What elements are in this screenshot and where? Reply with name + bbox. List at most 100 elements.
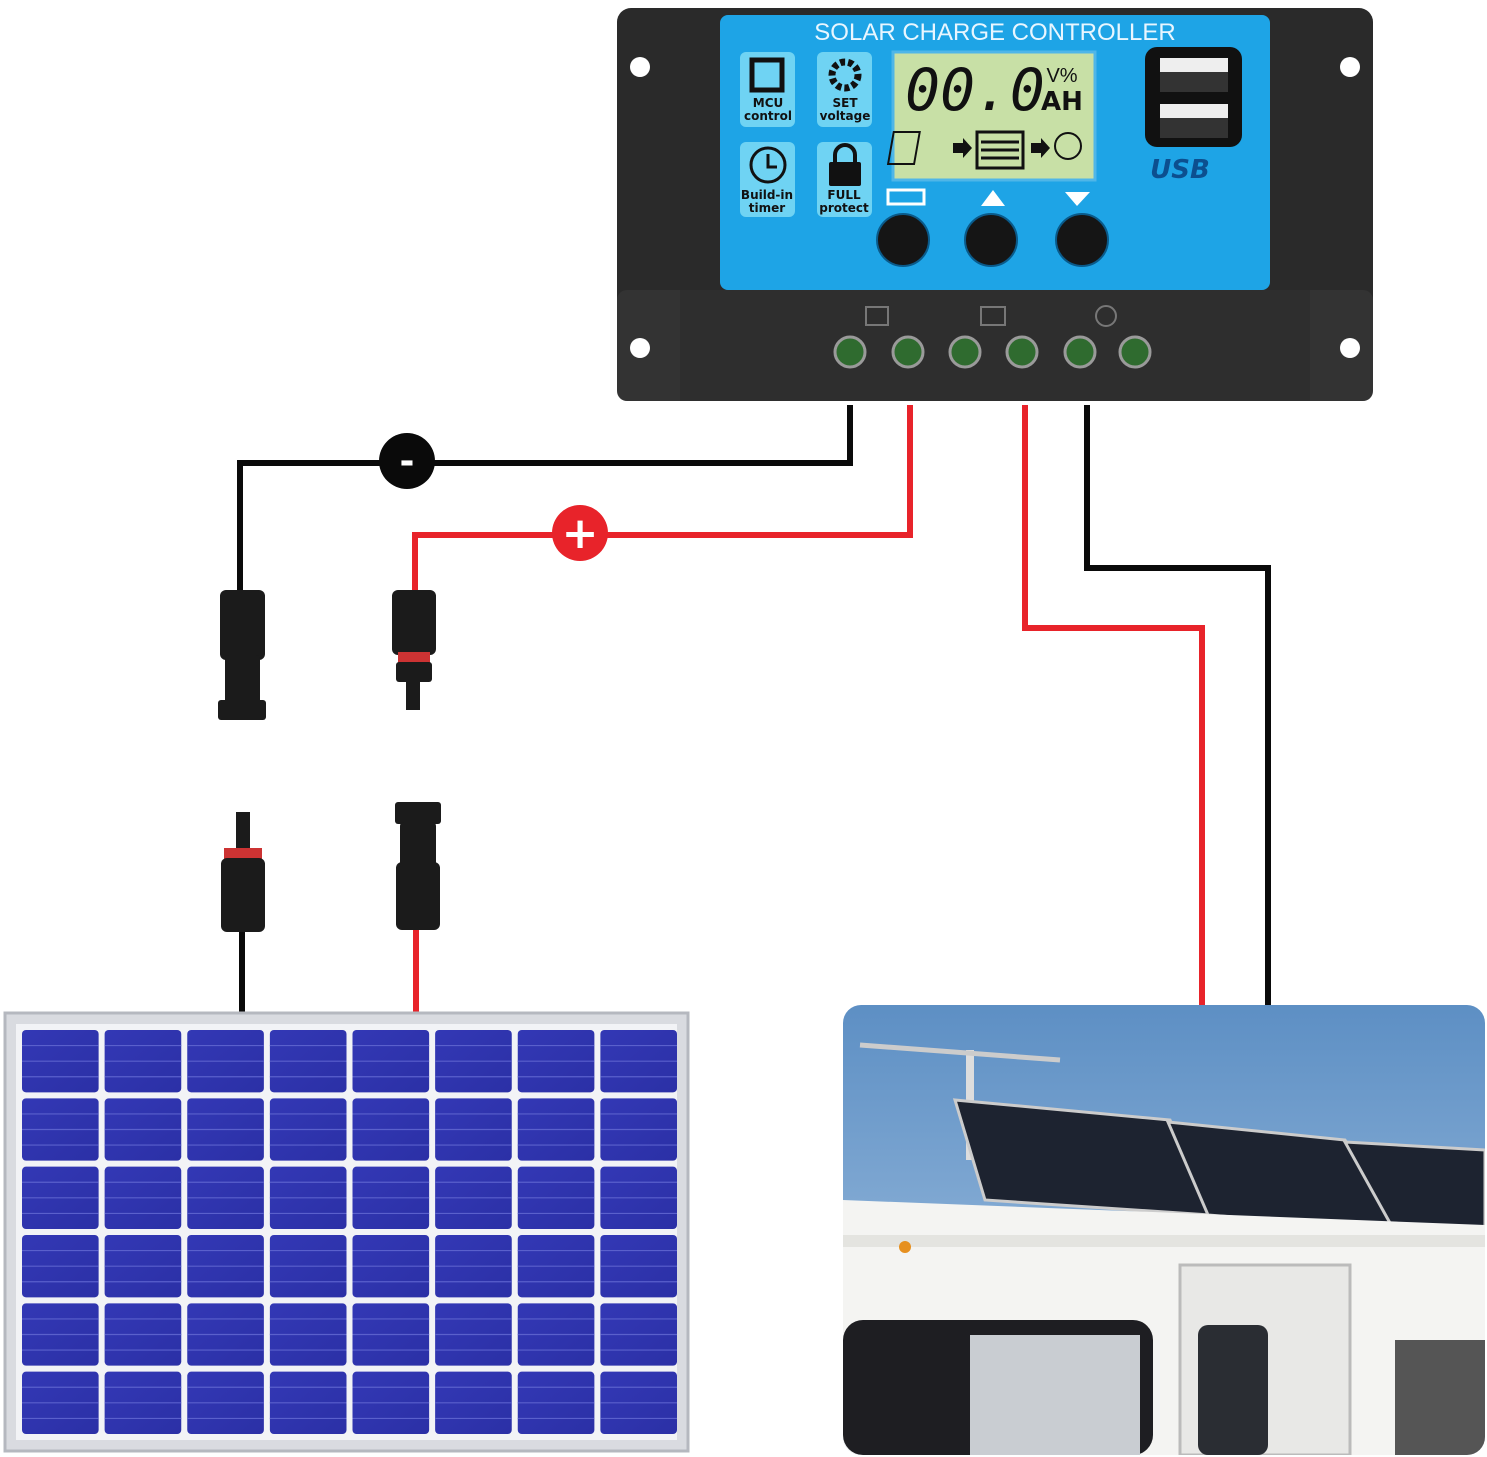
solar-cell [187, 1098, 264, 1161]
solar-cell [517, 1303, 595, 1366]
screw-terminal [833, 335, 867, 369]
solar-cell [517, 1098, 595, 1161]
solar-cell [600, 1098, 677, 1161]
positive-symbol: + [562, 508, 599, 559]
mc4-male-connector-top [392, 590, 436, 710]
negative-marker: - [379, 433, 435, 489]
screw-terminal [891, 335, 925, 369]
usb-label: USB [1150, 155, 1210, 185]
solar-cell [517, 1166, 595, 1229]
svg-text:FULL: FULL [827, 188, 861, 202]
mount-hole [1340, 338, 1360, 358]
solar-negative-wire [237, 405, 853, 595]
solar-cell [187, 1166, 264, 1229]
lcd-display: 00.0 V% AH [886, 50, 1097, 182]
solar-cell [352, 1371, 430, 1434]
solar-cell [600, 1235, 677, 1298]
solar-cell [187, 1030, 264, 1093]
menu-button[interactable] [876, 213, 930, 267]
lock-icon [833, 143, 857, 163]
mc4-female-connector-top [218, 590, 266, 720]
controller-title: SOLAR CHARGE CONTROLLER [814, 19, 1175, 46]
solar-cell [435, 1303, 512, 1366]
solar-cell [269, 1098, 347, 1161]
mc4-female-connector-bottom [395, 802, 441, 930]
solar-cell [517, 1030, 595, 1093]
down-icon [1065, 192, 1090, 206]
lcd-unit-top: V% [1046, 65, 1077, 87]
solar-cell [352, 1030, 430, 1093]
screw-terminal [1118, 335, 1152, 369]
solar-cell [269, 1303, 347, 1366]
mount-hole [630, 57, 650, 77]
gear-icon [828, 58, 862, 92]
solar-cell [600, 1303, 677, 1366]
solar-icon [886, 131, 921, 165]
solar-cell [104, 1030, 182, 1093]
arrow-icon [953, 138, 972, 158]
negative-symbol: - [400, 441, 415, 482]
feature-mcu-control: MCU control [740, 52, 795, 127]
solar-cell [22, 1371, 99, 1434]
screw-terminals [833, 335, 1152, 369]
up-button[interactable] [964, 213, 1018, 267]
solar-cell [600, 1030, 677, 1093]
solar-cell [352, 1303, 430, 1366]
svg-text:timer: timer [749, 201, 785, 215]
battery-icon [975, 130, 1025, 170]
usb-ports: USB [1145, 47, 1242, 185]
solar-cell [600, 1166, 677, 1229]
solar-cell [517, 1235, 595, 1298]
solar-cell [435, 1098, 512, 1161]
clock-icon [749, 146, 787, 184]
down-button[interactable] [1055, 213, 1109, 267]
solar-panel [3, 1011, 690, 1453]
bulb-icon [1054, 132, 1082, 160]
control-buttons [876, 188, 1109, 267]
mount-hole [1340, 57, 1360, 77]
solar-cell [22, 1030, 99, 1093]
solar-cell [352, 1098, 430, 1161]
up-icon [981, 190, 1005, 206]
terminal-labels [865, 305, 1117, 327]
solar-cell [22, 1303, 99, 1366]
svg-text:voltage: voltage [820, 109, 871, 123]
wires [237, 405, 1271, 1132]
svg-text:control: control [744, 109, 792, 123]
solar-cell [104, 1371, 182, 1434]
solar-cell [187, 1303, 264, 1366]
solar-terminal-icon [865, 306, 889, 326]
solar-cell [269, 1166, 347, 1229]
rv-photo [843, 1005, 1485, 1455]
solar-cell [104, 1098, 182, 1161]
solar-cell [435, 1235, 512, 1298]
solar-charge-controller: SOLAR CHARGE CONTROLLER MCU control SET … [617, 8, 1373, 401]
solar-cell [269, 1371, 347, 1434]
solar-cell [352, 1166, 430, 1229]
positive-marker: + [552, 505, 608, 561]
svg-text:protect: protect [819, 201, 869, 215]
svg-text:Build-in: Build-in [741, 188, 793, 202]
solar-cell [435, 1030, 512, 1093]
solar-cell [600, 1371, 677, 1434]
lcd-reading: 00.0 [905, 56, 1045, 124]
solar-cell [22, 1166, 99, 1229]
solar-cell [104, 1166, 182, 1229]
feature-set-voltage: SET voltage [817, 52, 872, 127]
battery-positive-wire [1022, 405, 1205, 1125]
solar-cell [269, 1030, 347, 1093]
solar-cell [104, 1235, 182, 1298]
svg-text:SET: SET [832, 96, 858, 110]
feature-build-in-timer: Build-in timer [740, 142, 795, 217]
solar-cell [435, 1166, 512, 1229]
solar-cell [517, 1371, 595, 1434]
solar-positive-wire [412, 405, 913, 595]
screw-terminal [1063, 335, 1097, 369]
svg-text:MCU: MCU [753, 96, 784, 110]
menu-icon [886, 188, 926, 206]
solar-cell [187, 1371, 264, 1434]
mc4-male-connector-bottom [221, 812, 265, 932]
solar-cell [269, 1235, 347, 1298]
chip-icon [749, 57, 785, 93]
